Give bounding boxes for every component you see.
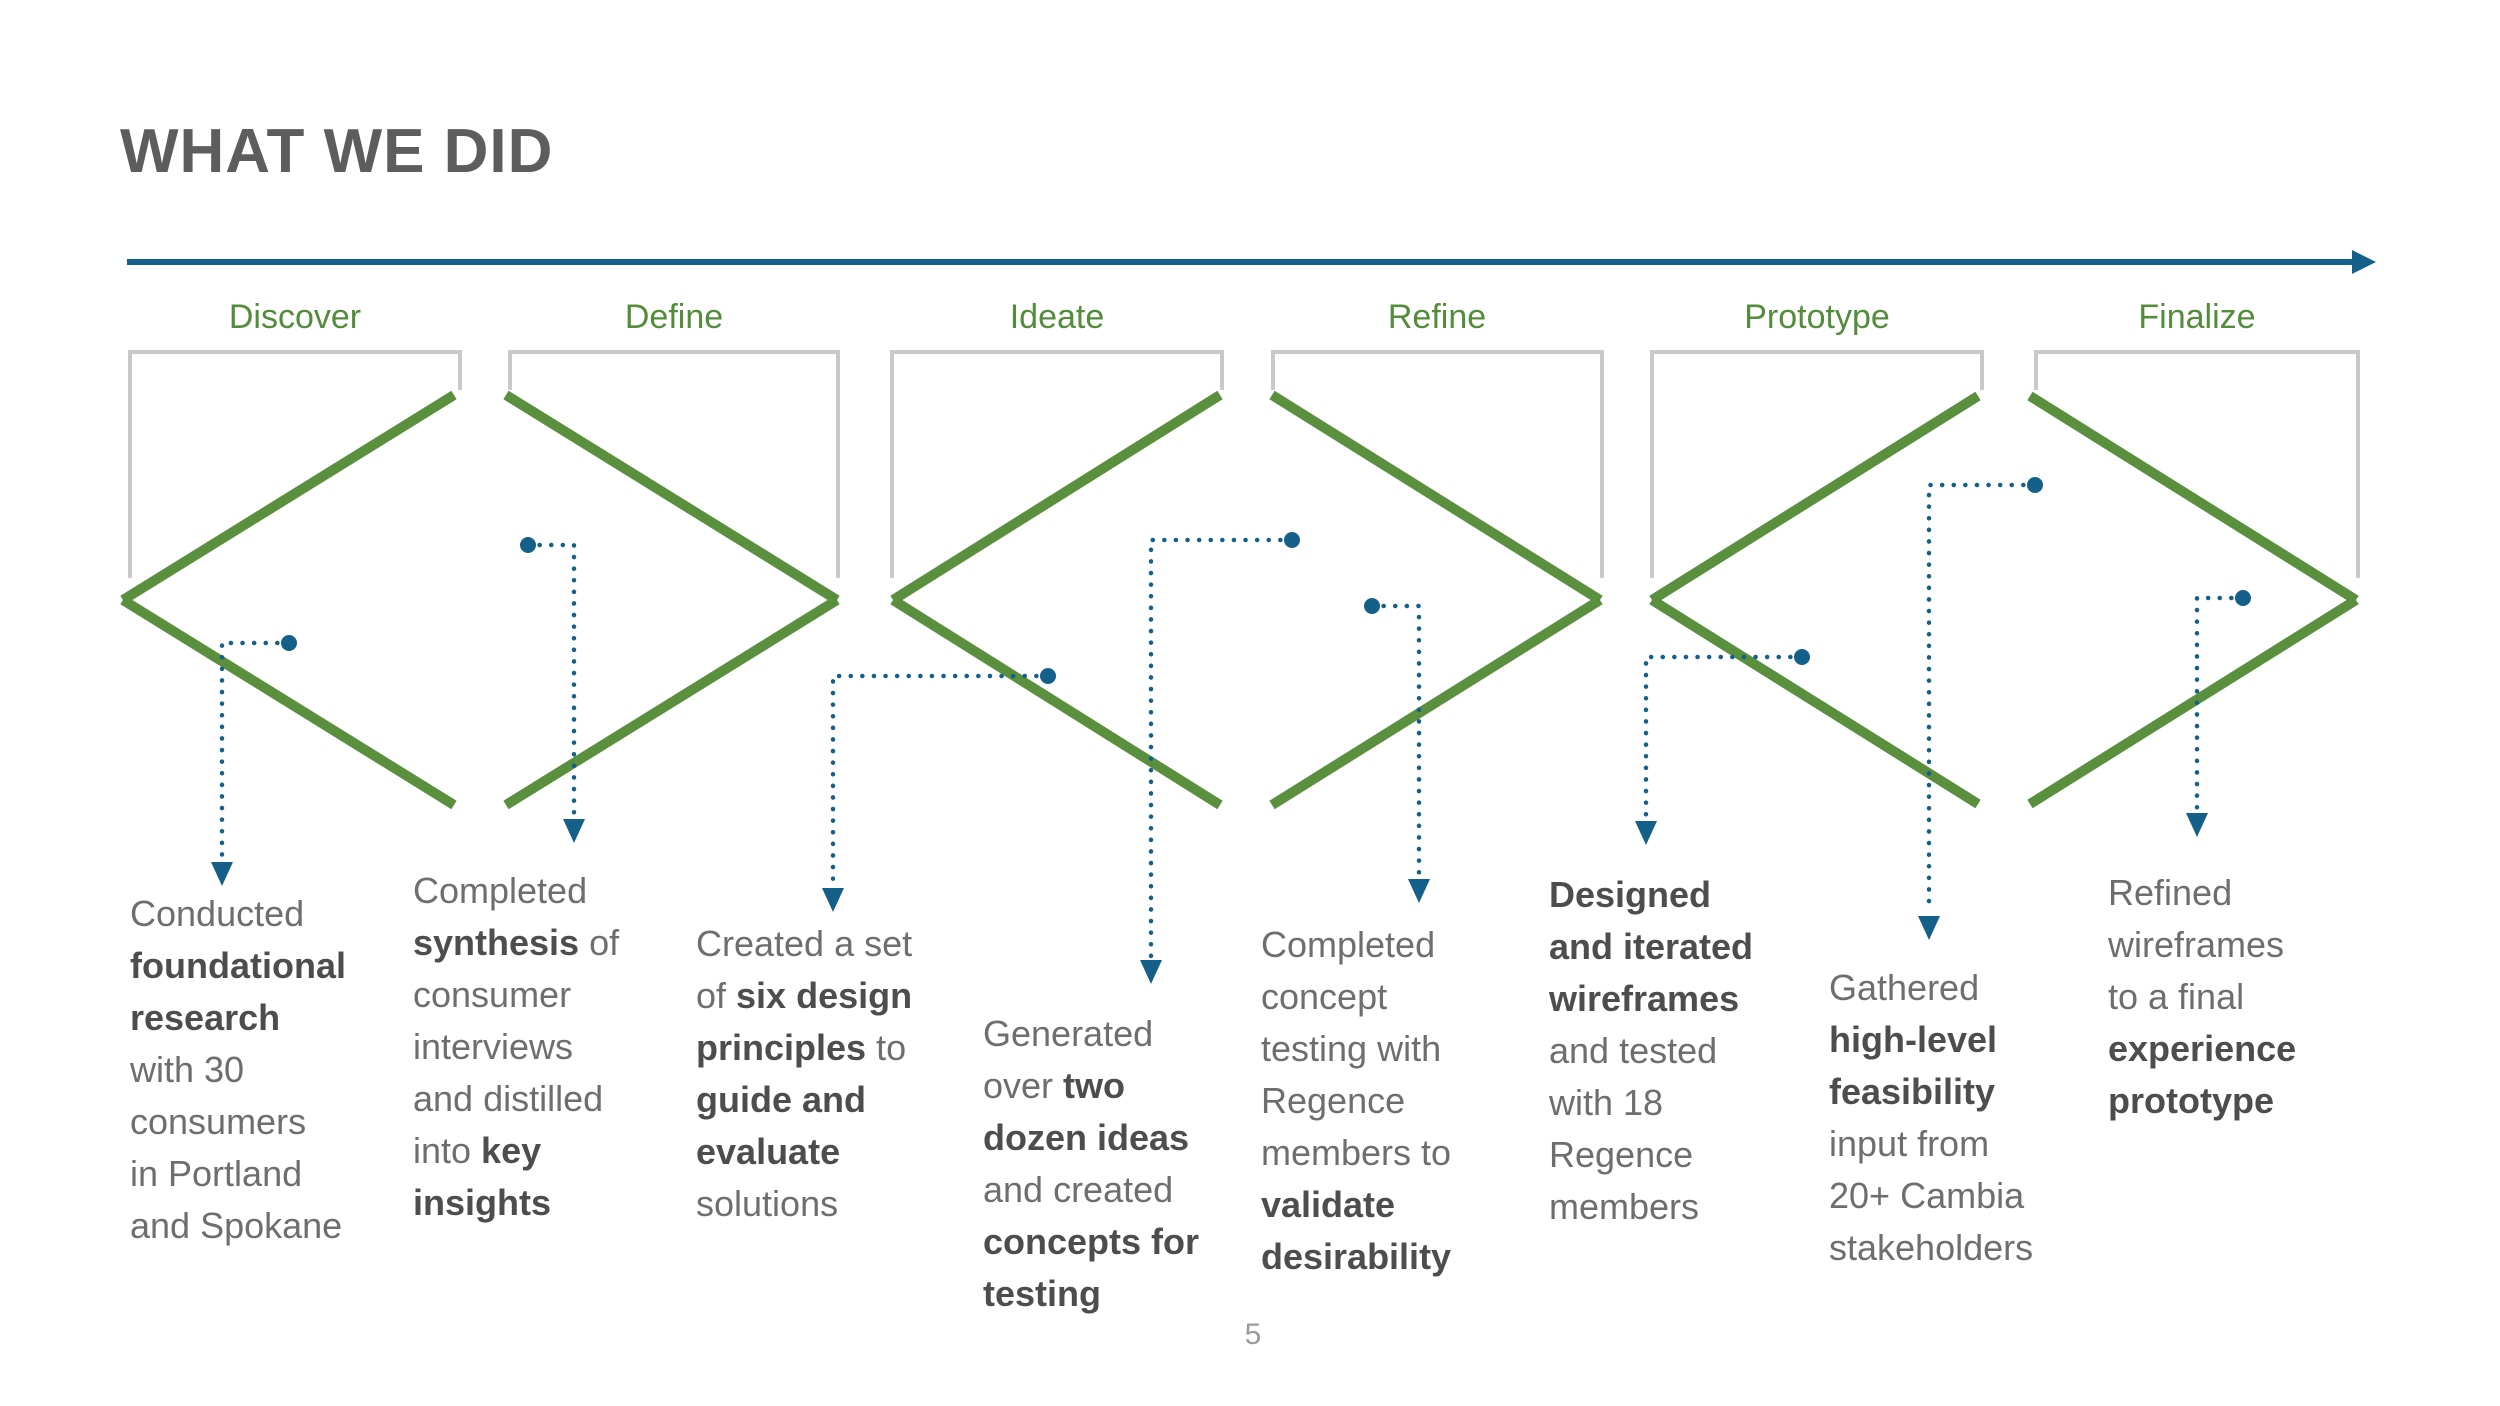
- down-arrowhead-icon: [563, 819, 585, 843]
- diamond-prototype-finalize: [1649, 391, 2359, 809]
- connector-discover: [211, 635, 297, 886]
- page-title: WHAT WE DID: [120, 117, 554, 186]
- down-arrowhead-icon: [211, 862, 233, 886]
- bracket-discover: [128, 350, 462, 578]
- down-arrowhead-icon: [1635, 821, 1657, 845]
- bracket-refine: [1271, 350, 1604, 578]
- down-arrowhead-icon: [2186, 813, 2208, 837]
- phase-brackets: [128, 350, 2360, 578]
- connector-prototype-feasibility: [1918, 477, 2043, 940]
- bracket-define: [508, 350, 840, 578]
- phase-label-define: Define: [624, 298, 724, 336]
- phase-label-refine: Refine: [1387, 298, 1487, 336]
- connector-prototype-wireframes: [1635, 649, 1810, 845]
- down-arrowhead-icon: [822, 888, 844, 912]
- connector-define: [520, 537, 585, 843]
- connector-ideate-principles: [822, 668, 1056, 912]
- down-arrowhead-icon: [1140, 960, 1162, 984]
- phase-label-finalize: Finalize: [2138, 298, 2256, 336]
- down-arrowhead-icon: [1918, 916, 1940, 940]
- diamond-discover-define: [120, 390, 840, 810]
- timeline-arrow: [127, 250, 2376, 274]
- right-arrowhead-icon: [2352, 250, 2376, 274]
- connector-refine: [1364, 598, 1430, 903]
- connector-finalize: [2186, 590, 2251, 837]
- bracket-finalize: [2034, 350, 2360, 578]
- bracket-ideate: [890, 350, 1224, 578]
- page-number: 5: [1244, 1318, 1262, 1351]
- phase-label-prototype: Prototype: [1744, 298, 1890, 336]
- phase-label-ideate: Ideate: [1009, 298, 1105, 336]
- bracket-prototype: [1650, 350, 1984, 578]
- connector-ideate-ideas: [1140, 532, 1300, 984]
- phase-label-discover: Discover: [228, 298, 362, 336]
- diamond-ideate-refine: [890, 390, 1603, 810]
- down-arrowhead-icon: [1408, 879, 1430, 903]
